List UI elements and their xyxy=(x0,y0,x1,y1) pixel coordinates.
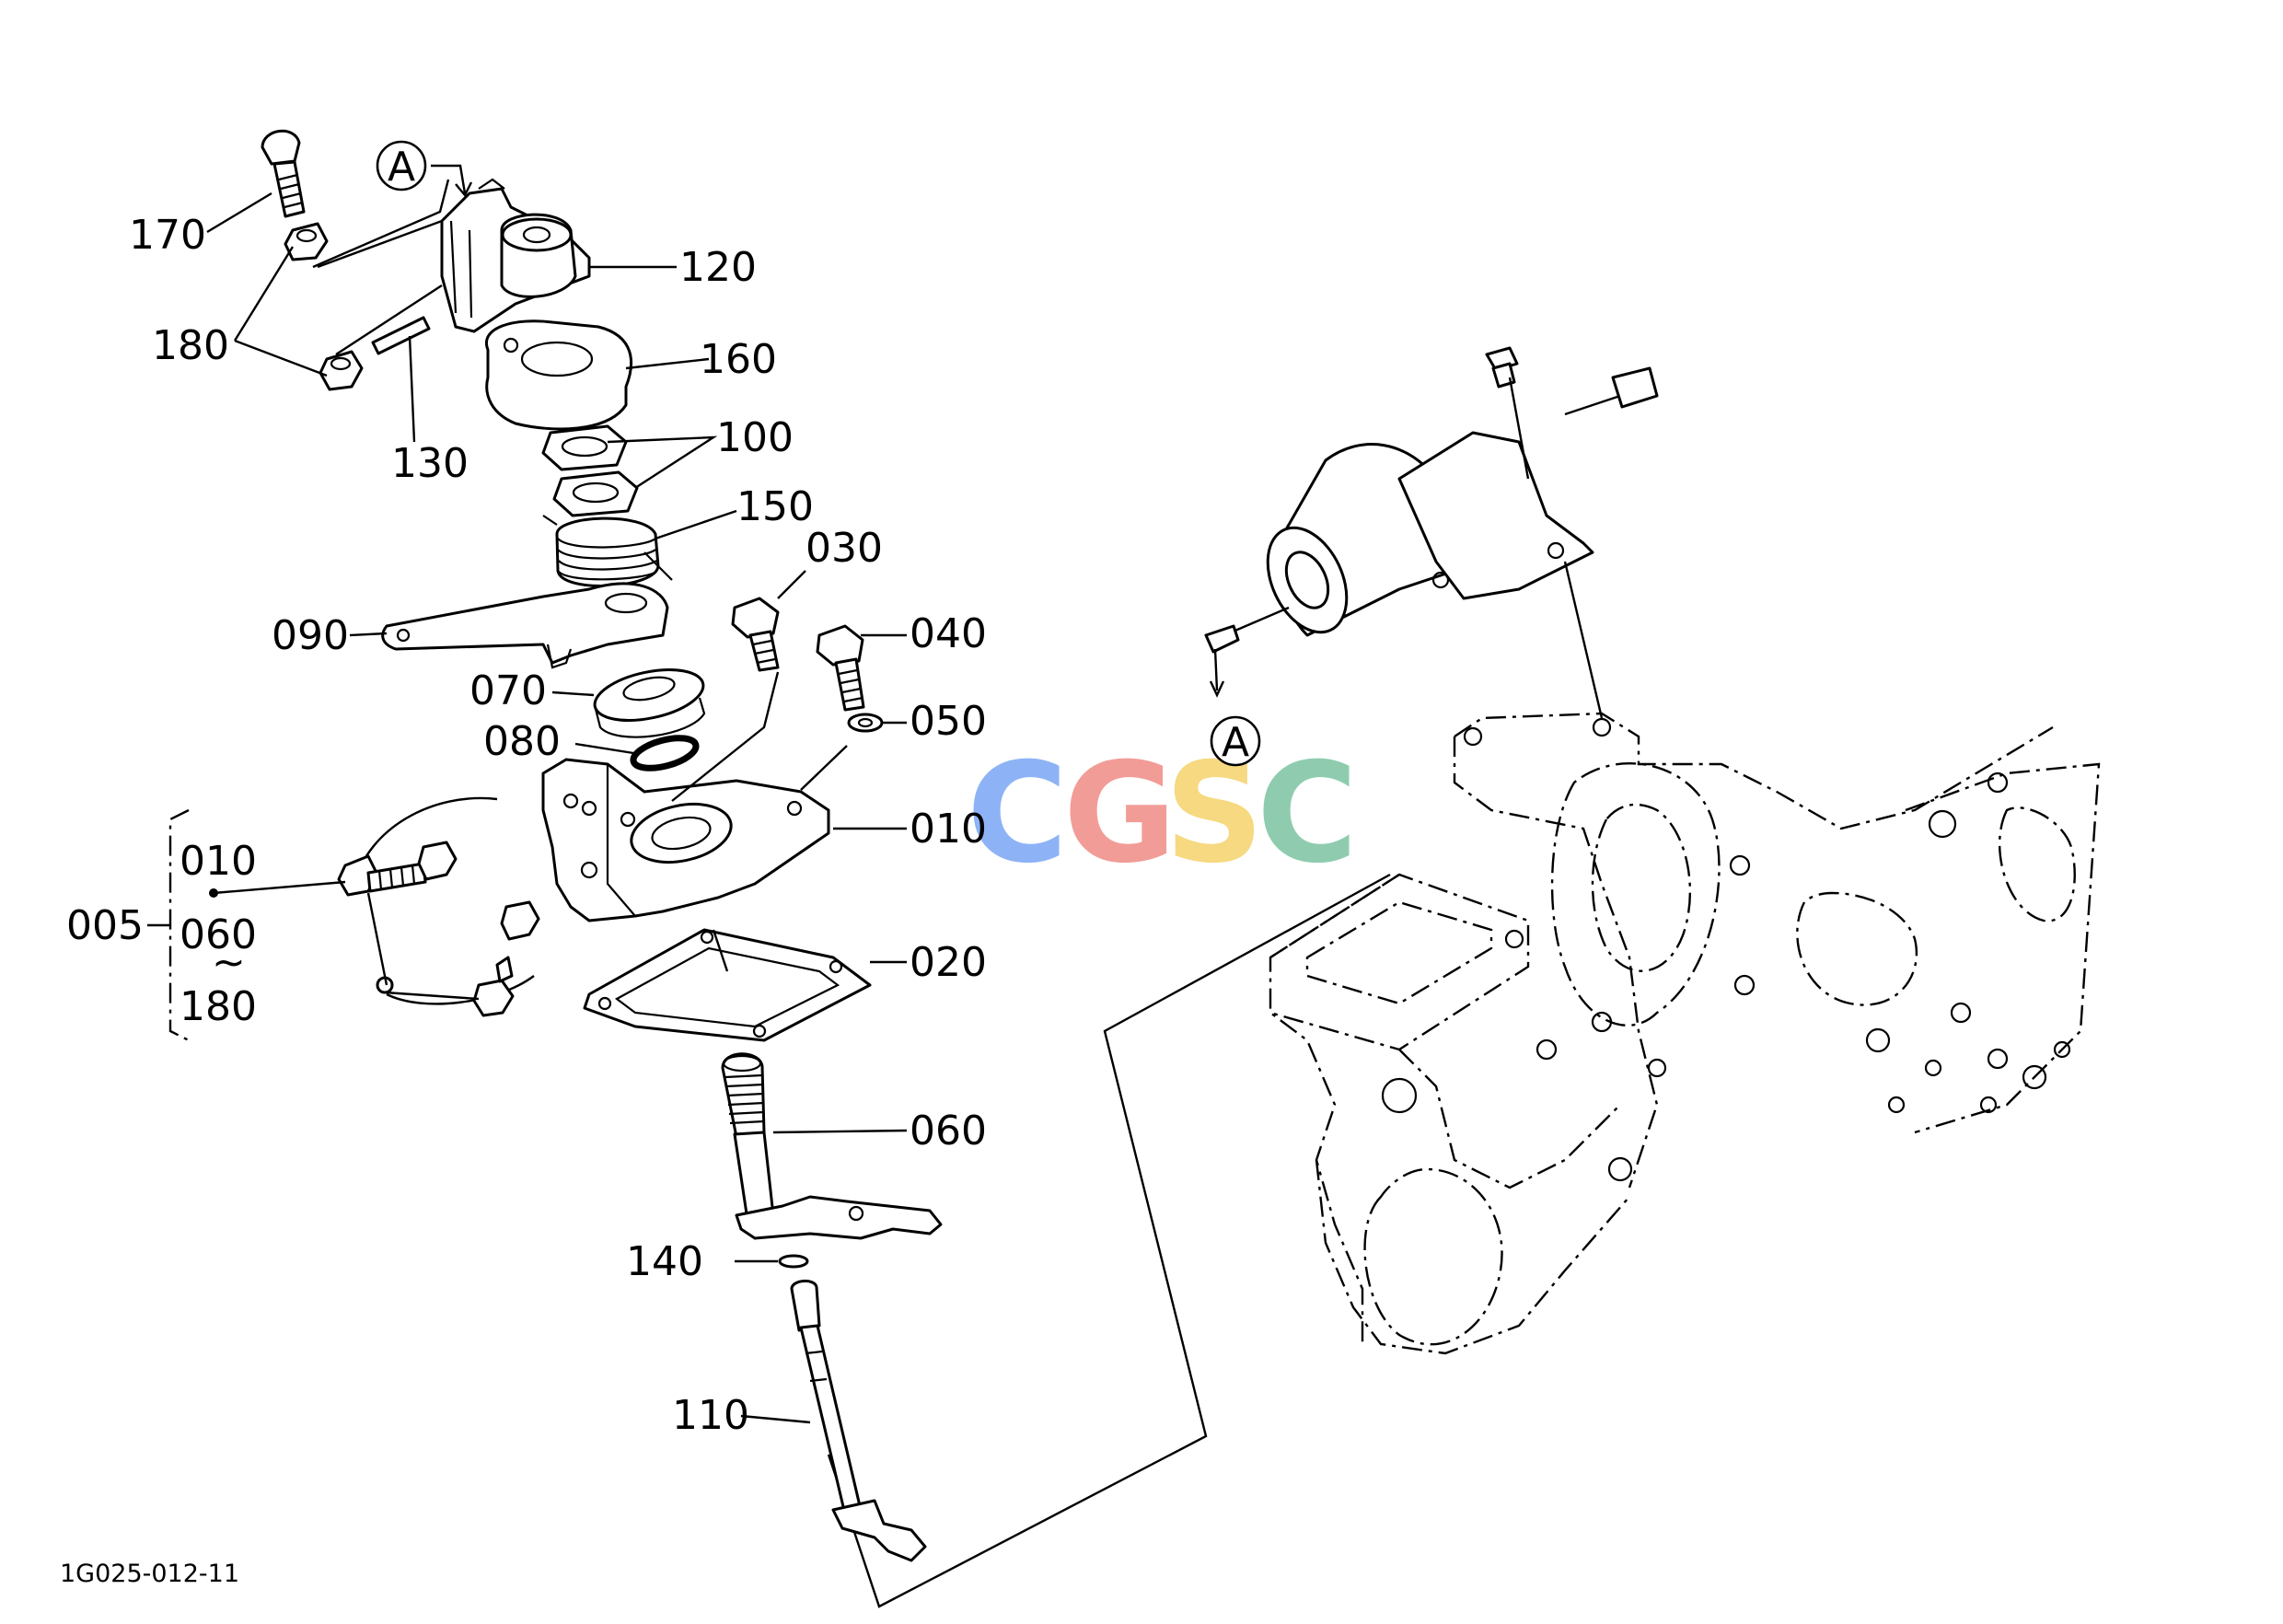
shaft-060 xyxy=(721,1052,943,1240)
label-090: 090 xyxy=(272,612,349,659)
gasket-020 xyxy=(583,928,872,1042)
lever-090 xyxy=(381,582,669,669)
label-020: 020 xyxy=(910,939,987,986)
assembly-member-060: 060 xyxy=(180,911,257,958)
label-170: 170 xyxy=(129,212,206,259)
leader-lines xyxy=(206,164,908,1424)
diagram-code: 1G025-012-11 xyxy=(60,1560,239,1588)
label-100: 100 xyxy=(716,414,794,461)
pin-130 xyxy=(371,316,431,355)
bolt-030 xyxy=(731,597,780,672)
engine-block-outline xyxy=(1269,712,2101,1355)
housing-010 xyxy=(541,758,830,922)
assembly-005-bracket: 005 010 060 ~ 180 xyxy=(66,808,257,1042)
bolt-170 xyxy=(261,129,306,218)
assembly-member-180: 180 xyxy=(180,983,257,1030)
nut-100-lower xyxy=(552,470,639,517)
watermark: C G S C xyxy=(967,734,1358,894)
label-110: 110 xyxy=(672,1392,749,1439)
assembly-005-group xyxy=(337,796,540,1017)
spring-150 xyxy=(542,515,673,587)
reference-mark-a-top: A xyxy=(376,140,427,191)
watermark-letter-c1: C xyxy=(967,734,1068,894)
lever-120 xyxy=(440,178,591,333)
label-150: 150 xyxy=(736,483,814,530)
watermark-letter-c2: C xyxy=(1257,734,1358,894)
label-010: 010 xyxy=(910,806,987,853)
watermark-letter-g: G xyxy=(1063,734,1176,894)
shaft-110 xyxy=(790,1280,927,1562)
bolt-040 xyxy=(816,624,865,712)
o-ring-080 xyxy=(630,735,700,771)
assembly-label: 005 xyxy=(66,902,144,949)
label-050: 050 xyxy=(910,698,987,745)
washer-070 xyxy=(593,668,706,738)
o-ring-140 xyxy=(778,1254,809,1269)
label-160: 160 xyxy=(700,336,777,383)
nut-180-top xyxy=(284,222,329,261)
stop-solenoid xyxy=(1204,346,1659,719)
label-070: 070 xyxy=(469,667,547,714)
label-030: 030 xyxy=(805,525,883,572)
label-140: 140 xyxy=(626,1238,703,1285)
part-labels: 170 180 130 120 160 100 150 090 030 040 … xyxy=(129,212,987,1439)
label-060: 060 xyxy=(910,1108,987,1154)
assembly-dot xyxy=(209,888,218,898)
label-080: 080 xyxy=(483,718,561,765)
nut-100-upper xyxy=(541,424,628,471)
washer-050 xyxy=(847,713,884,733)
nut-180-lower xyxy=(319,350,364,391)
assembly-member-010: 010 xyxy=(180,838,257,885)
label-130: 130 xyxy=(391,440,469,487)
reference-mark-a-solenoid: A xyxy=(1210,715,1261,767)
label-120: 120 xyxy=(679,244,757,291)
mounting-leader-box xyxy=(827,873,1391,1608)
reference-mark-a-top-text: A xyxy=(388,144,415,191)
assembly-range-tilde: ~ xyxy=(212,939,246,986)
label-180-top: 180 xyxy=(152,322,229,369)
plate-160 xyxy=(484,319,632,431)
reference-mark-a-solenoid-text: A xyxy=(1222,719,1249,766)
label-040: 040 xyxy=(910,610,987,657)
